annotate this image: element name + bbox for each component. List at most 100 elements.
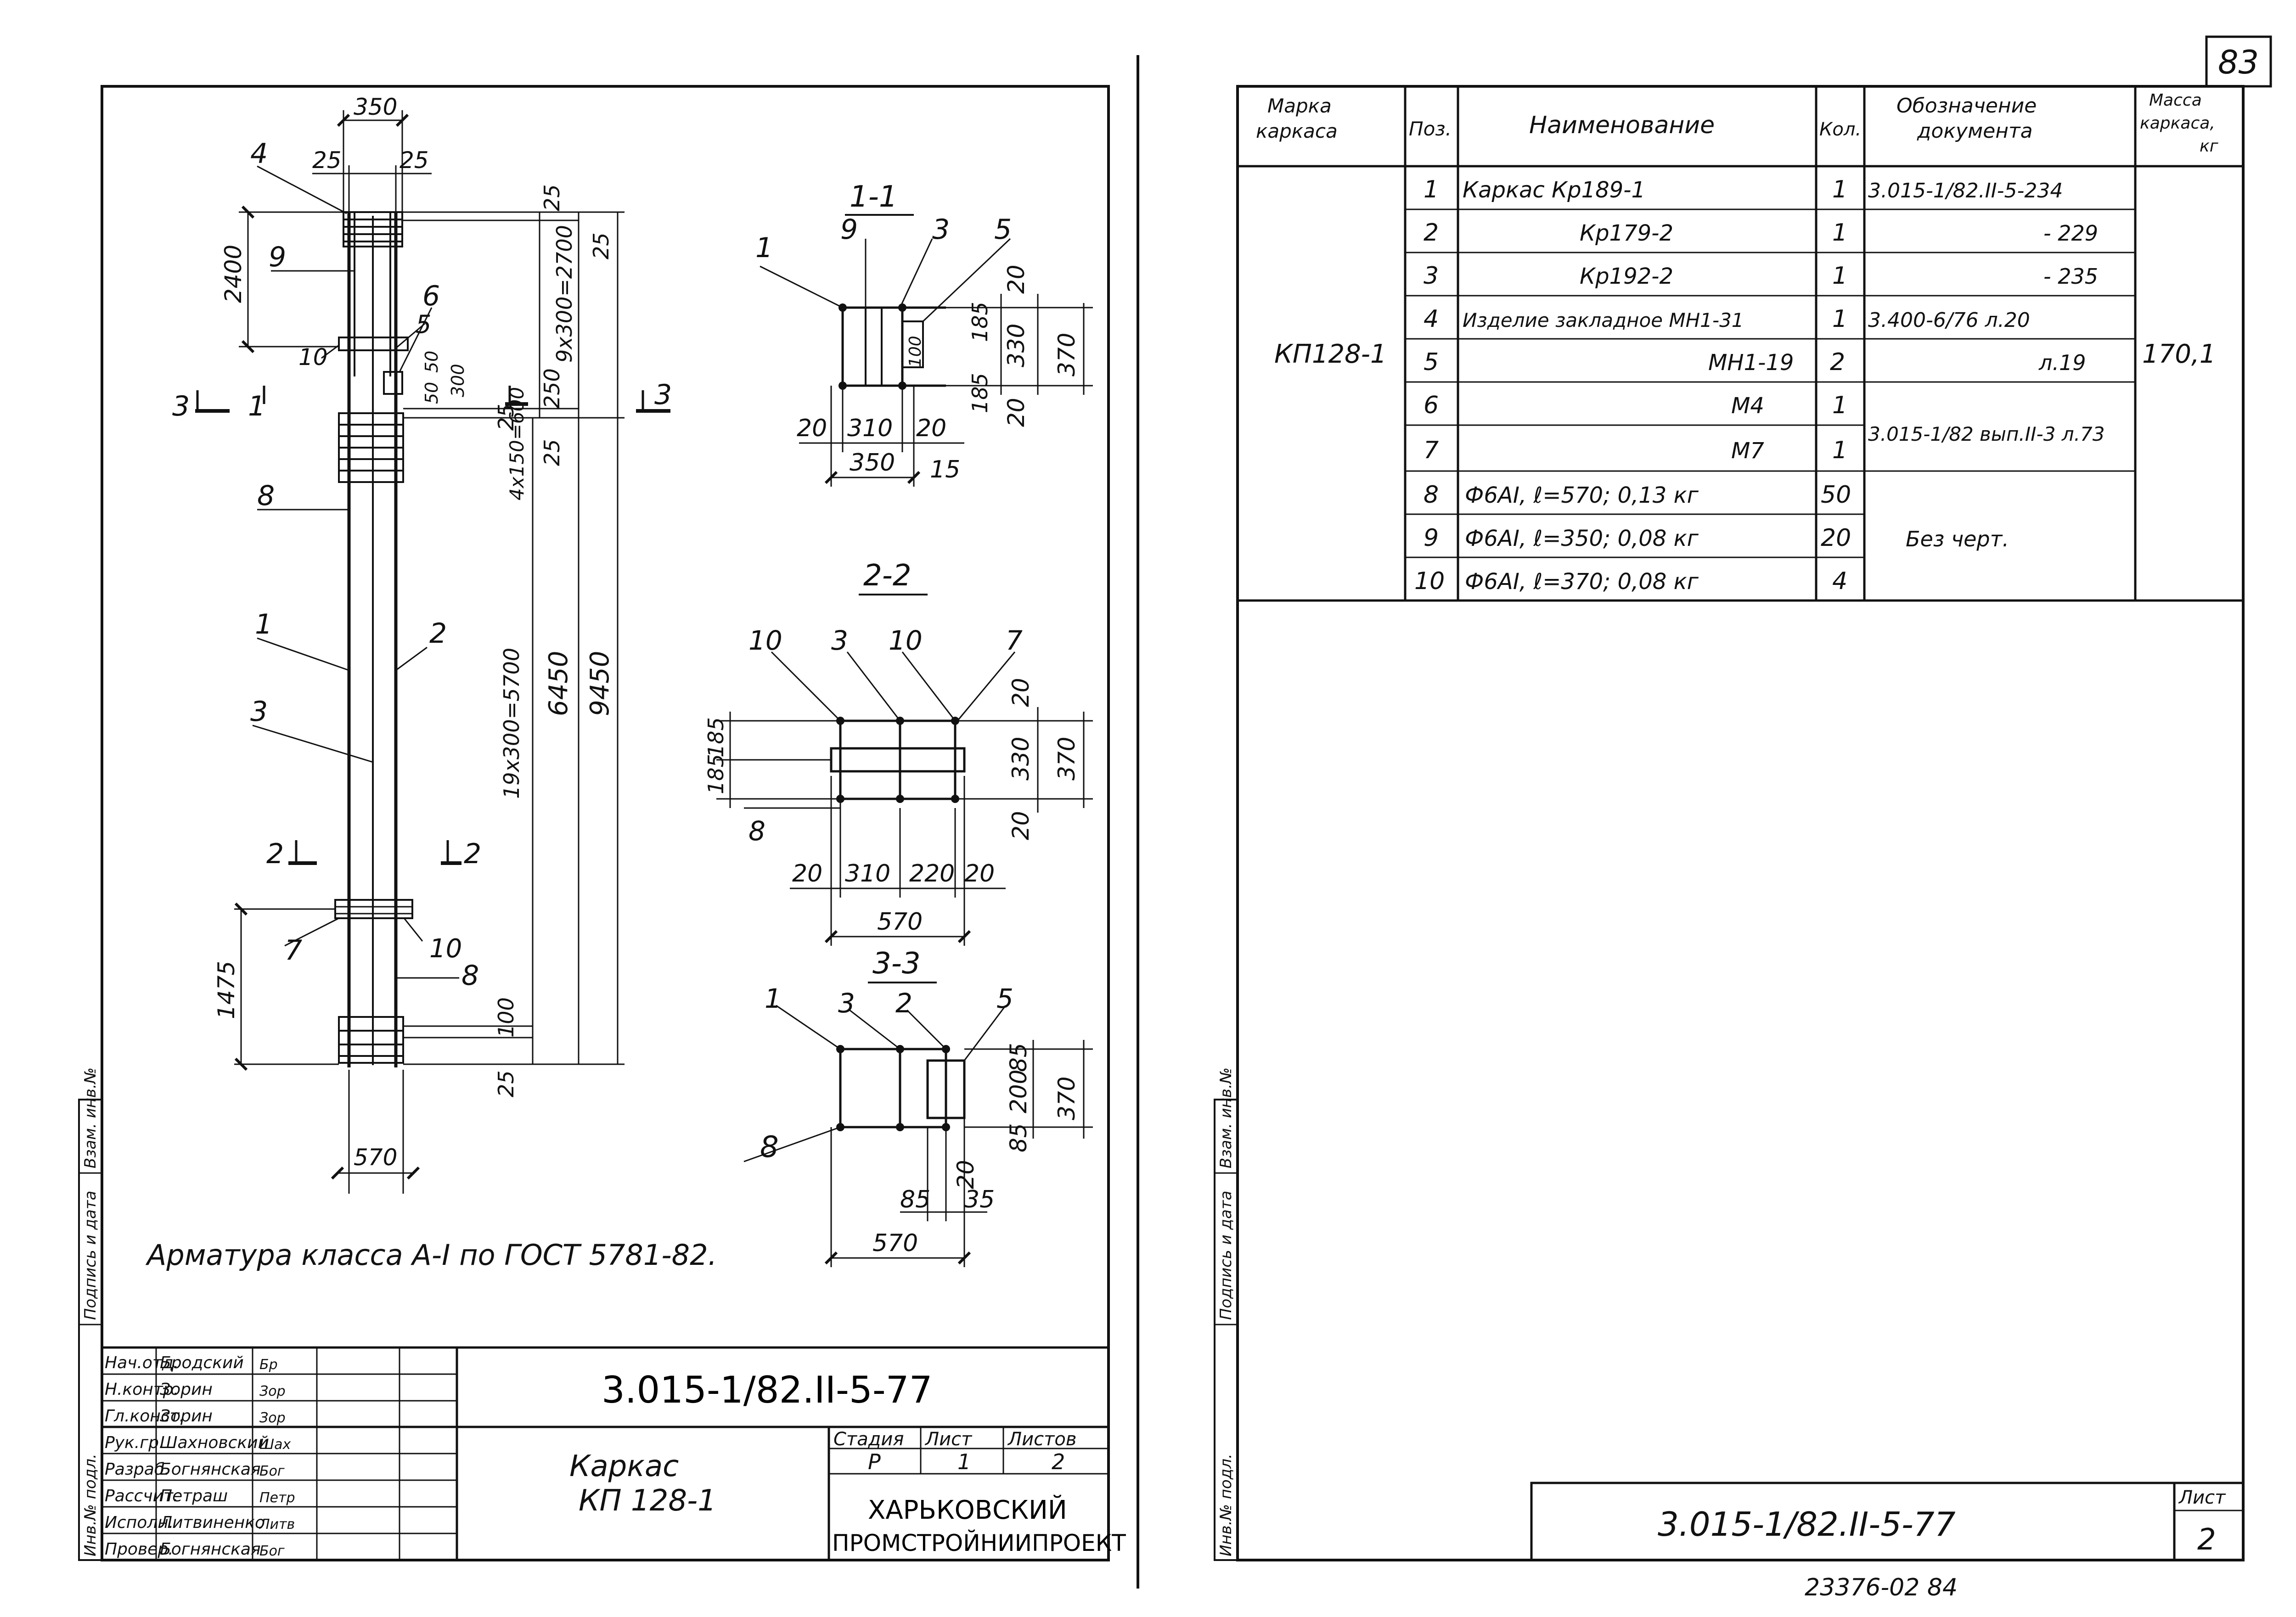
- svg-text:Зорин: Зорин: [160, 1380, 213, 1399]
- dim-100: 100: [494, 997, 518, 1038]
- left-title-block: Нач.отд. Н.контр. Гл.конст. Рук.гр. Разр…: [101, 1346, 1126, 1561]
- table-row: 6 М4 1: [1424, 392, 1847, 419]
- svg-text:2: 2: [464, 838, 481, 870]
- svg-text:кг: кг: [2200, 137, 2219, 156]
- svg-text:9: 9: [1424, 524, 1439, 552]
- right-side-stamp: Инв.№ подл. Подпись и дата Взам. инв.№: [1214, 1067, 1238, 1561]
- svg-text:Провер.: Провер.: [105, 1540, 174, 1559]
- table-row: 10 Ф6АI, ℓ=370; 0,08 кг 4: [1414, 567, 1847, 595]
- dim-25a: 25: [540, 184, 564, 211]
- clamp-pos-10-top: [338, 337, 409, 351]
- svg-text:1: 1: [1424, 176, 1439, 203]
- svg-text:8: 8: [1424, 481, 1439, 509]
- dim-300: 300: [448, 364, 468, 397]
- svg-text:3: 3: [172, 390, 190, 422]
- svg-text:1: 1: [1832, 305, 1847, 333]
- section-2-2-title: 2-2: [863, 559, 912, 593]
- svg-text:Ф6АI, ℓ=570; 0,13 кг: Ф6АI, ℓ=570; 0,13 кг: [1465, 483, 1699, 508]
- svg-text:20: 20: [964, 860, 995, 887]
- table-row: 4 Изделие закладное МН1-31 1 3.400-6/76 …: [1424, 305, 2030, 333]
- bottom-bar-group: [338, 1016, 404, 1064]
- svg-text:370: 370: [1053, 333, 1080, 376]
- dim-250: 250: [540, 368, 564, 409]
- signature: Петр: [259, 1490, 295, 1506]
- svg-text:185: 185: [703, 754, 728, 794]
- svg-text:1: 1: [1832, 262, 1847, 290]
- svg-text:85: 85: [1005, 1043, 1032, 1072]
- svg-text:Исполн.: Исполн.: [105, 1513, 174, 1532]
- svg-text:Р: Р: [868, 1449, 881, 1474]
- svg-text:570: 570: [877, 908, 923, 936]
- svg-text:3: 3: [831, 625, 848, 656]
- left-stamp-inv: Инв.№ подл.: [81, 1454, 100, 1556]
- pos-5-label: 5: [416, 310, 431, 339]
- svg-text:350: 350: [850, 449, 895, 477]
- dim-25d: 25: [540, 439, 564, 466]
- table-row: 2 Кр179-2 1 - 229: [1424, 219, 2098, 247]
- dim-350-top: 350: [354, 94, 397, 120]
- svg-text:9: 9: [840, 213, 858, 246]
- right-footer-stamp: 3.015-1/82.II-5-77 Лист 2: [1530, 1482, 2245, 1561]
- svg-text:2: 2: [1830, 348, 1845, 376]
- svg-text:Поз.: Поз.: [1409, 118, 1452, 140]
- dim-25c: 25: [494, 404, 518, 431]
- bottom-note: 23376-02 84: [1805, 1574, 1958, 1601]
- dim-25-right: 25: [400, 147, 429, 174]
- drawing-title-2: КП 128-1: [579, 1484, 716, 1518]
- svg-text:10: 10: [1414, 567, 1445, 595]
- svg-text:1: 1: [1832, 176, 1847, 203]
- svg-text:Лист: Лист: [2178, 1487, 2226, 1508]
- svg-text:2: 2: [1424, 219, 1439, 247]
- pos-7-label: 7: [285, 934, 302, 966]
- svg-text:35: 35: [964, 1186, 995, 1213]
- svg-text:Кол.: Кол.: [1819, 119, 1861, 140]
- svg-text:каркаса,: каркаса,: [2140, 114, 2215, 133]
- svg-text:7: 7: [1424, 437, 1439, 464]
- svg-text:Нач.отд.: Нач.отд.: [105, 1353, 179, 1372]
- svg-text:20: 20: [1007, 678, 1034, 707]
- pos-8-label-bottom: 8: [461, 960, 479, 992]
- table-row: 9 Ф6АI, ℓ=350; 0,08 кг 20: [1424, 524, 1851, 552]
- dim-19x300: 19x300=5700: [499, 648, 524, 799]
- dim-9x300: 9x300=2700: [552, 225, 577, 363]
- svg-text:20: 20: [1003, 264, 1030, 294]
- signature: Литв: [259, 1516, 295, 1533]
- svg-text:4: 4: [1424, 305, 1439, 333]
- svg-text:документа: документа: [1917, 119, 2033, 143]
- svg-text:Марка: Марка: [1267, 95, 1332, 117]
- drawing-code: 3.015-1/82.II-5-77: [602, 1369, 933, 1411]
- svg-text:2: 2: [2197, 1523, 2216, 1557]
- svg-text:85: 85: [1005, 1123, 1032, 1152]
- svg-text:Шахновский: Шахновский: [160, 1433, 269, 1452]
- svg-text:370: 370: [1053, 737, 1080, 780]
- table-row: 3 Кр192-2 1 - 235: [1424, 262, 2098, 290]
- svg-text:Бродский: Бродский: [160, 1353, 244, 1372]
- pos-8-label-top: 8: [257, 480, 275, 512]
- svg-text:1: 1: [1832, 219, 1847, 247]
- svg-text:4: 4: [1832, 567, 1847, 595]
- svg-text:Ф6АI, ℓ=350; 0,08 кг: Ф6АI, ℓ=350; 0,08 кг: [1465, 526, 1699, 551]
- dim-1475: 1475: [213, 961, 240, 1019]
- svg-text:15: 15: [930, 456, 960, 483]
- svg-text:20: 20: [916, 415, 946, 442]
- dim-4x150: 4x150=600: [506, 387, 528, 500]
- signature: Бог: [259, 1463, 285, 1479]
- svg-text:М7: М7: [1731, 438, 1764, 464]
- spec-table: Марка каркаса Поз. Наименование Кол. Обо…: [1236, 85, 2245, 602]
- svg-text:20: 20: [952, 1160, 979, 1189]
- frame-mass: 170,1: [2142, 339, 2216, 369]
- svg-text:3: 3: [654, 379, 672, 411]
- pos-1-label: 1: [255, 608, 272, 640]
- svg-text:каркаса: каркаса: [1256, 120, 1338, 142]
- svg-text:20: 20: [797, 415, 827, 442]
- svg-text:20: 20: [1003, 398, 1030, 427]
- svg-text:8: 8: [748, 815, 765, 847]
- svg-text:2: 2: [895, 988, 912, 1019]
- svg-text:Листов: Листов: [1007, 1429, 1076, 1450]
- doc-merged-6-7: 3.015-1/82 вып.II-3 л.73: [1868, 423, 2105, 445]
- svg-text:л.19: л.19: [2038, 350, 2086, 375]
- svg-text:Богнянская: Богнянская: [160, 1540, 261, 1559]
- pos-10-label-top: 10: [298, 344, 328, 371]
- svg-text:Литвиненко: Литвиненко: [159, 1513, 265, 1532]
